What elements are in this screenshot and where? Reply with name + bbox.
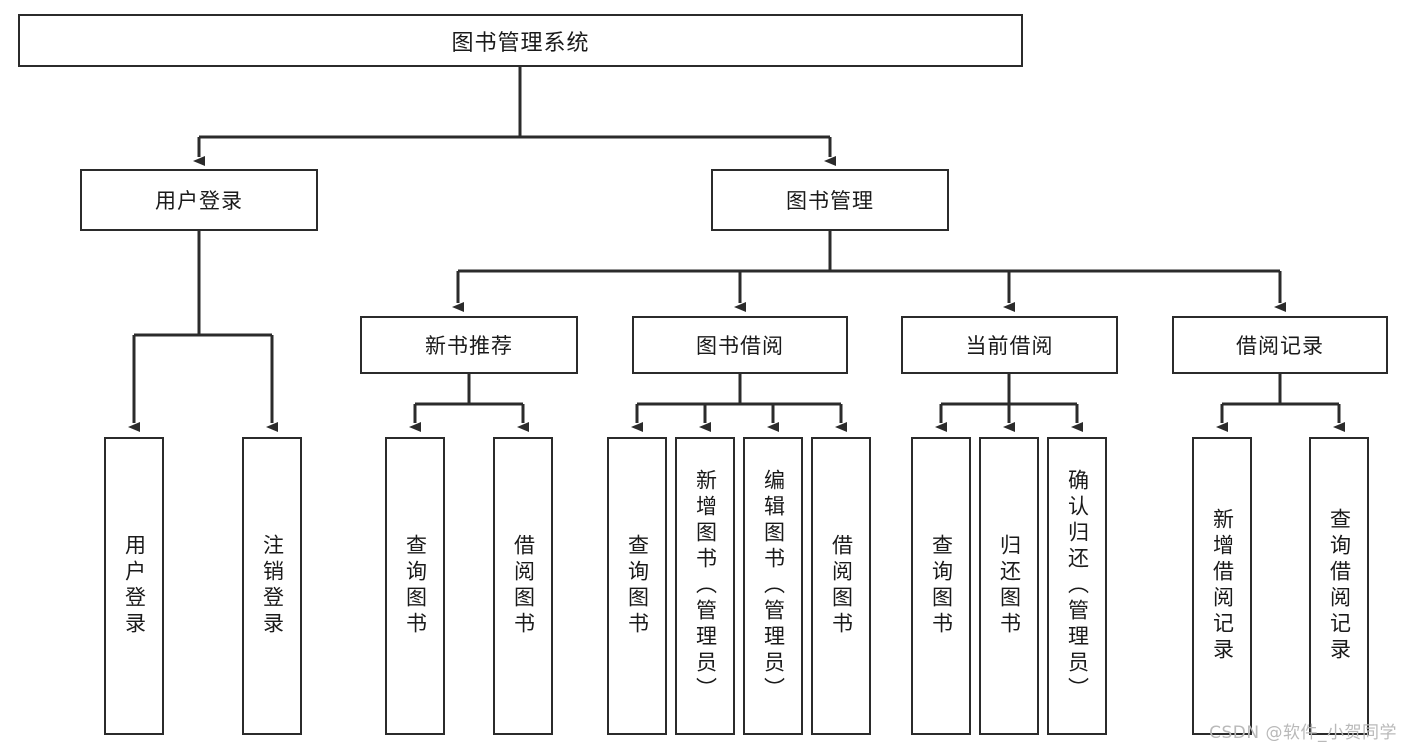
node-label: 用户登录 xyxy=(155,189,243,213)
node-label: 编辑图书（管理员） xyxy=(761,469,786,703)
node-label: 借阅记录 xyxy=(1236,334,1324,358)
leaf-borrow-borrow-book[interactable]: 借阅图书 xyxy=(811,437,871,735)
node-label: 查询图书 xyxy=(929,534,954,638)
node-label: 当前借阅 xyxy=(965,334,1054,358)
node-label: 新增借阅记录 xyxy=(1210,508,1235,664)
node-label: 新书推荐 xyxy=(425,334,513,358)
leaf-record-add[interactable]: 新增借阅记录 xyxy=(1192,437,1252,735)
node-label: 借阅图书 xyxy=(511,534,536,638)
watermark: CSDN @软件_小贺同学 xyxy=(1209,723,1397,743)
leaf-current-confirm-return[interactable]: 确认归还（管理员） xyxy=(1047,437,1107,735)
leaf-current-query-book[interactable]: 查询图书 xyxy=(911,437,971,735)
node-label: 查询图书 xyxy=(625,534,650,638)
node-label: 图书管理 xyxy=(786,189,874,213)
leaf-current-return-book[interactable]: 归还图书 xyxy=(979,437,1039,735)
node-label: 注销登录 xyxy=(260,534,285,638)
node-label: 归还图书 xyxy=(997,534,1022,638)
node-borrow-records[interactable]: 借阅记录 xyxy=(1172,316,1388,374)
node-label: 查询借阅记录 xyxy=(1327,508,1352,664)
leaf-user-login[interactable]: 用户登录 xyxy=(104,437,164,735)
node-user-login[interactable]: 用户登录 xyxy=(80,169,318,231)
node-label: 图书借阅 xyxy=(696,334,784,358)
node-label: 新增图书（管理员） xyxy=(693,469,718,703)
node-new-book-recommend[interactable]: 新书推荐 xyxy=(360,316,578,374)
leaf-recommend-query-book[interactable]: 查询图书 xyxy=(385,437,445,735)
node-label: 查询图书 xyxy=(403,534,428,638)
node-label: 借阅图书 xyxy=(829,534,854,638)
node-label: 用户登录 xyxy=(122,534,147,638)
node-book-borrow[interactable]: 图书借阅 xyxy=(632,316,848,374)
leaf-borrow-edit-book[interactable]: 编辑图书（管理员） xyxy=(743,437,803,735)
leaf-borrow-query-book[interactable]: 查询图书 xyxy=(607,437,667,735)
node-label: 确认归还（管理员） xyxy=(1065,469,1090,703)
leaf-record-query[interactable]: 查询借阅记录 xyxy=(1309,437,1369,735)
node-book-management[interactable]: 图书管理 xyxy=(711,169,949,231)
node-label: 图书管理系统 xyxy=(451,30,590,56)
leaf-recommend-borrow-book[interactable]: 借阅图书 xyxy=(493,437,553,735)
node-root-system[interactable]: 图书管理系统 xyxy=(18,14,1023,67)
leaf-user-logout[interactable]: 注销登录 xyxy=(242,437,302,735)
node-current-borrow[interactable]: 当前借阅 xyxy=(901,316,1118,374)
leaf-borrow-add-book[interactable]: 新增图书（管理员） xyxy=(675,437,735,735)
